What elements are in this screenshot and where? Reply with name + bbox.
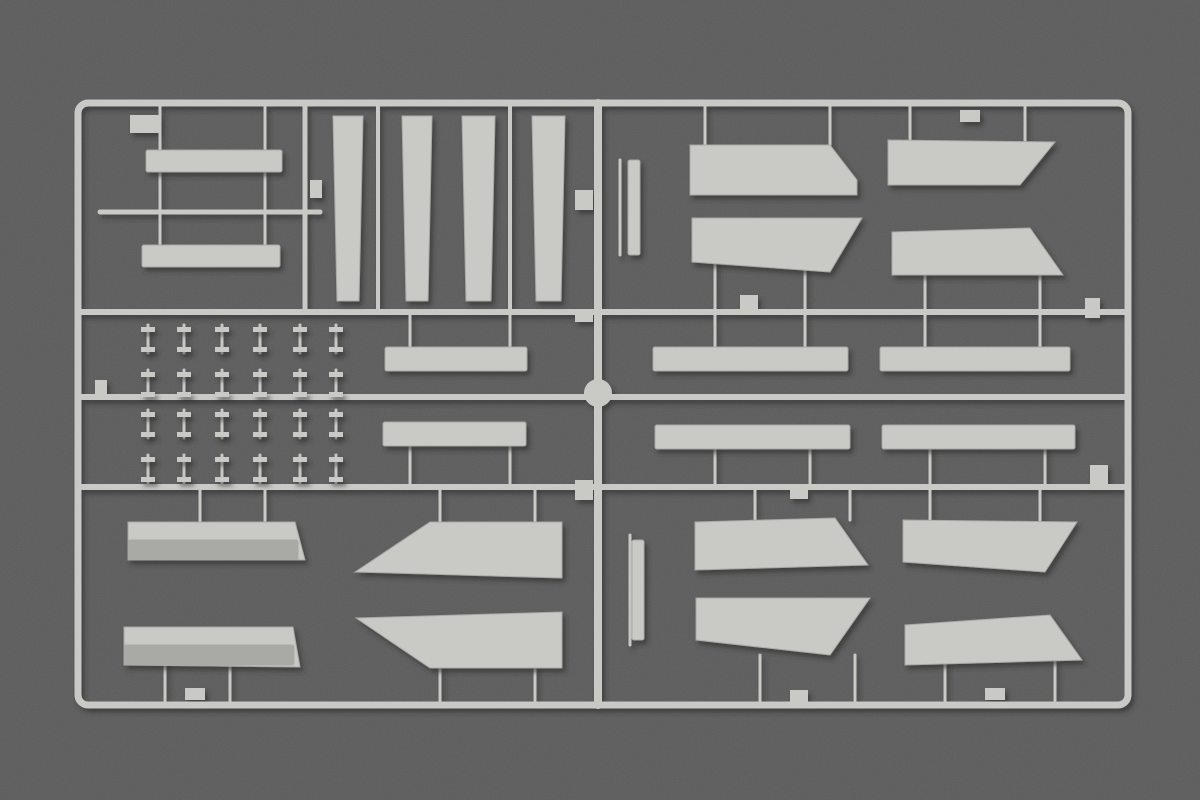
wedge-part bbox=[694, 517, 869, 571]
sprue-tab bbox=[985, 688, 1005, 700]
pin-foot bbox=[293, 432, 307, 437]
bar-part bbox=[881, 424, 1076, 450]
pin-head bbox=[141, 372, 155, 377]
pin-foot bbox=[253, 432, 267, 437]
pin-head bbox=[329, 412, 343, 417]
pin-foot bbox=[329, 392, 343, 397]
pin-foot bbox=[329, 432, 343, 437]
strip-part bbox=[332, 115, 364, 302]
sprue-tab bbox=[185, 688, 205, 700]
strip-part bbox=[401, 115, 433, 302]
wedge-part bbox=[904, 614, 1083, 666]
pin-foot bbox=[177, 432, 191, 437]
wedge-part bbox=[354, 611, 563, 669]
pin-head bbox=[215, 372, 229, 377]
wedge-part bbox=[891, 227, 1064, 276]
sprue-tab bbox=[960, 110, 980, 122]
sprue-tab bbox=[130, 115, 160, 133]
pin-head bbox=[293, 327, 307, 332]
pin-head bbox=[177, 457, 191, 462]
strip-part bbox=[531, 115, 566, 302]
pin-head bbox=[177, 327, 191, 332]
pin-foot bbox=[215, 347, 229, 352]
sprue-frame bbox=[74, 99, 1132, 709]
pin-head bbox=[329, 327, 343, 332]
sprue-outer-frame bbox=[74, 99, 1132, 709]
pin-head bbox=[215, 412, 229, 417]
pin-foot bbox=[177, 477, 191, 482]
sprue-tab bbox=[95, 380, 107, 398]
pin-head bbox=[253, 327, 267, 332]
pin-head bbox=[253, 412, 267, 417]
pin-head bbox=[293, 457, 307, 462]
bar-part bbox=[654, 424, 851, 450]
bar-part bbox=[382, 421, 527, 447]
pin-foot bbox=[329, 347, 343, 352]
cylinder-shade bbox=[127, 539, 299, 561]
sprue-tab bbox=[1085, 298, 1100, 318]
pin-foot bbox=[141, 392, 155, 397]
pin-foot bbox=[215, 432, 229, 437]
bar-part bbox=[879, 346, 1071, 372]
pin-foot bbox=[293, 477, 307, 482]
wedge-part bbox=[695, 597, 871, 656]
wedge-part bbox=[353, 521, 563, 579]
pin-head bbox=[177, 412, 191, 417]
pin-foot bbox=[215, 392, 229, 397]
strip-part bbox=[461, 115, 496, 302]
bar-part bbox=[141, 244, 281, 268]
wedge-part bbox=[691, 217, 863, 273]
bar-part bbox=[652, 346, 849, 372]
cylinder-shade bbox=[123, 644, 295, 666]
wedge-part bbox=[689, 144, 858, 196]
pin-head bbox=[329, 372, 343, 377]
bar-part bbox=[145, 149, 283, 173]
pin-head bbox=[141, 327, 155, 332]
pin-foot bbox=[253, 347, 267, 352]
pin-head bbox=[215, 457, 229, 462]
bar-part bbox=[384, 346, 528, 372]
rail-part bbox=[631, 539, 645, 641]
sprue-tab bbox=[790, 690, 808, 702]
sprue-tab bbox=[575, 480, 593, 500]
pin-head bbox=[215, 327, 229, 332]
wedge-part bbox=[902, 519, 1078, 573]
pin-head bbox=[253, 372, 267, 377]
pin-foot bbox=[253, 392, 267, 397]
sprue-tab bbox=[575, 190, 593, 210]
pin-head bbox=[293, 412, 307, 417]
pin-foot bbox=[141, 477, 155, 482]
sprue-tab bbox=[790, 485, 808, 499]
pin-foot bbox=[177, 392, 191, 397]
sprue-tab bbox=[575, 310, 593, 322]
sprue-parts bbox=[123, 115, 1083, 669]
sprue-tab bbox=[740, 295, 758, 309]
sprue-tab bbox=[1090, 465, 1108, 485]
pin-foot bbox=[141, 432, 155, 437]
sprue-tab bbox=[310, 180, 322, 198]
pin-head bbox=[141, 457, 155, 462]
rail-part bbox=[627, 159, 641, 256]
pin-foot bbox=[293, 392, 307, 397]
pin-head bbox=[177, 372, 191, 377]
pin-head bbox=[293, 372, 307, 377]
sprue-hub bbox=[584, 379, 612, 407]
pin-foot bbox=[177, 347, 191, 352]
pin-foot bbox=[141, 347, 155, 352]
pin-head bbox=[253, 457, 267, 462]
pin-head bbox=[141, 412, 155, 417]
pin-foot bbox=[215, 477, 229, 482]
pin-foot bbox=[329, 477, 343, 482]
wedge-part bbox=[887, 139, 1057, 186]
pin-foot bbox=[253, 477, 267, 482]
pin-foot bbox=[293, 347, 307, 352]
pin-head bbox=[329, 457, 343, 462]
